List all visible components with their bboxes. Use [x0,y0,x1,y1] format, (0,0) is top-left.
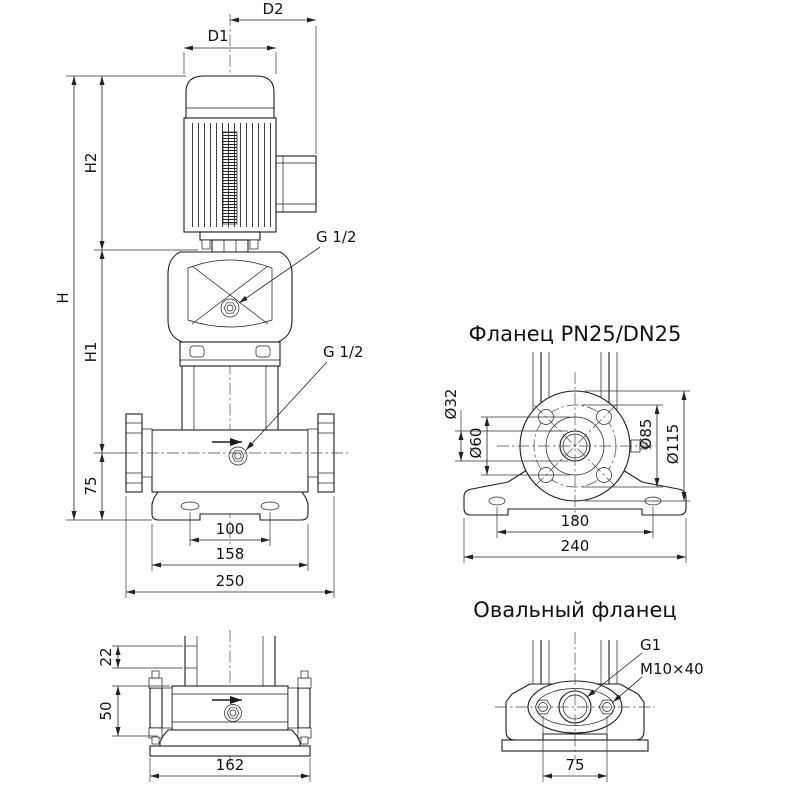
head-band [179,341,281,367]
drain-plug-hex [231,450,245,462]
stage-column [181,366,279,430]
bottom-body [148,670,312,745]
flange-bolt [148,677,163,689]
port-flange [149,687,163,729]
dim-h-label: H [54,292,72,303]
dim-75-label: 75 [565,756,584,774]
dim-100-label: 100 [216,520,245,538]
flange-bolt [297,677,312,689]
motor-fan-cover [185,75,275,119]
dim-d2-label: D2 [262,0,283,18]
dim-50-label: 50 [97,701,115,720]
leader-g-half-top [238,246,321,304]
dim-162-label: 162 [216,756,245,774]
leader-m10 [612,676,643,703]
dim-158-label: 158 [216,545,245,563]
motor-body [183,117,277,233]
coupling-section [184,231,276,253]
vent-plug-hex [223,302,237,314]
dim-22-label: 22 [97,647,115,666]
leader-g1 [586,652,643,698]
dim-h1-label: H1 [82,342,100,363]
bottom-column [184,636,276,686]
dim-d60-label: Ø60 [467,428,485,459]
motor-nameplate [222,131,238,225]
oval-pipes [532,640,618,694]
dim-75-label: 75 [82,476,100,495]
flange-pipes [532,352,618,410]
leader-g-half-mid [245,361,328,451]
dim-180-label: 180 [561,512,590,530]
dim-h2-label: H2 [82,153,100,174]
flange-view: Фланец PN25/DN25 [463,322,687,520]
bottom-view-dimensions: 22 50 162 [97,645,311,782]
m10x40-label: M10×40 [640,660,704,678]
dim-d115-label: Ø115 [664,424,682,464]
dim-d85-label: Ø85 [637,419,655,450]
g-half-top-label: G 1/2 [316,228,357,246]
port-flange [297,687,311,729]
g1-label: G1 [640,636,661,654]
flange-bolt [297,727,312,739]
dim-250-label: 250 [216,572,245,590]
oval-view-title: Овальный фланец [473,598,676,622]
flange-view-title: Фланец PN25/DN25 [469,322,682,346]
dim-d32-label: Ø32 [442,389,460,420]
oval-flange-view: Овальный фланец [473,598,677,760]
flange-bolt [148,727,163,739]
pump-bottom-view [148,630,312,762]
dim-d1-label: D1 [207,27,228,45]
flange-face [497,372,656,520]
oval-flange [495,632,655,760]
bottom-base [149,729,311,757]
base-slot [180,501,200,511]
main-view-dimensions: D2 D1 H H2 H1 75 G 1/2 G 1/2 100 158 250 [54,0,364,598]
base-slot [488,496,506,506]
base-plate [149,745,311,757]
pump-head [167,251,293,343]
oval-view-dimensions: G1 M10×40 75 [542,636,704,782]
pump-front-view [125,14,335,545]
base-slot [260,501,280,511]
drain-plug-hex [226,707,240,719]
dim-240-label: 240 [561,537,590,555]
pump-base [151,491,309,521]
g-half-mid-label: G 1/2 [323,343,364,361]
flange-view-dimensions: Ø32 Ø60 Ø85 Ø115 180 240 [442,389,690,563]
terminal-box [275,155,317,213]
